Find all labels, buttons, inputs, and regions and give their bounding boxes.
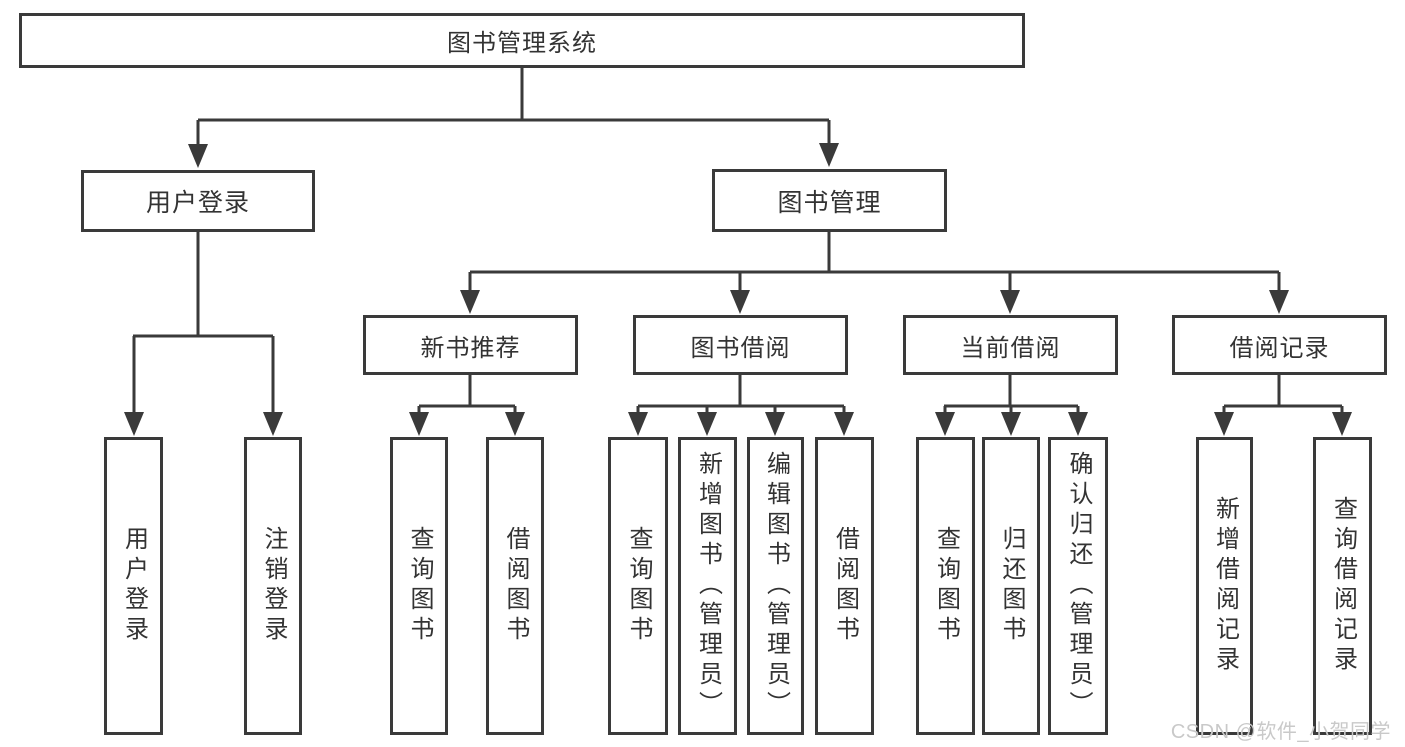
leaf-borrow-books-borrow: 借阅图书 <box>815 437 874 735</box>
leaf-return-book-label: 归还图书 <box>998 526 1025 646</box>
leaf-add-borrow-record: 新增借阅记录 <box>1196 437 1253 735</box>
leaf-add-borrow-record-label: 新增借阅记录 <box>1211 496 1239 676</box>
leaf-return-book: 归还图书 <box>982 437 1040 735</box>
leaf-edit-book-admin: 编辑图书（管理员） <box>747 437 804 735</box>
leaf-borrow-books-borrow-label: 借阅图书 <box>831 526 859 646</box>
leaf-query-books-current: 查询图书 <box>916 437 975 735</box>
node-book-borrow: 图书借阅 <box>633 315 848 375</box>
leaf-query-books-recommend: 查询图书 <box>390 437 448 735</box>
node-borrow-records: 借阅记录 <box>1172 315 1387 375</box>
node-book-management: 图书管理 <box>712 169 947 232</box>
node-user-login: 用户登录 <box>81 170 315 232</box>
leaf-user-login: 用户登录 <box>104 437 163 735</box>
leaf-user-login-label: 用户登录 <box>120 526 148 646</box>
leaf-borrow-books-recommend-label: 借阅图书 <box>502 526 529 646</box>
leaf-edit-book-admin-label: 编辑图书（管理员） <box>762 451 790 721</box>
node-new-book-recommend: 新书推荐 <box>363 315 578 375</box>
leaf-query-books-borrow: 查询图书 <box>608 437 668 735</box>
leaf-confirm-return-admin: 确认归还（管理员） <box>1048 437 1108 735</box>
leaf-confirm-return-admin-label: 确认归还（管理员） <box>1065 451 1092 721</box>
leaf-add-book-admin-label: 新增图书（管理员） <box>694 451 722 721</box>
leaf-query-borrow-record-label: 查询借阅记录 <box>1329 496 1357 676</box>
node-current-borrow: 当前借阅 <box>903 315 1118 375</box>
leaf-add-book-admin: 新增图书（管理员） <box>678 437 737 735</box>
csdn-watermark: CSDN @软件_小贺同学 <box>1170 721 1391 743</box>
node-library-management-system: 图书管理系统 <box>19 13 1025 68</box>
leaf-logout: 注销登录 <box>244 437 302 735</box>
leaf-query-books-current-label: 查询图书 <box>932 526 960 646</box>
leaf-query-books-borrow-label: 查询图书 <box>625 526 652 646</box>
leaf-query-borrow-record: 查询借阅记录 <box>1313 437 1372 735</box>
leaf-borrow-books-recommend: 借阅图书 <box>486 437 544 735</box>
leaf-logout-label: 注销登录 <box>260 526 287 646</box>
leaf-query-books-recommend-label: 查询图书 <box>406 526 433 646</box>
